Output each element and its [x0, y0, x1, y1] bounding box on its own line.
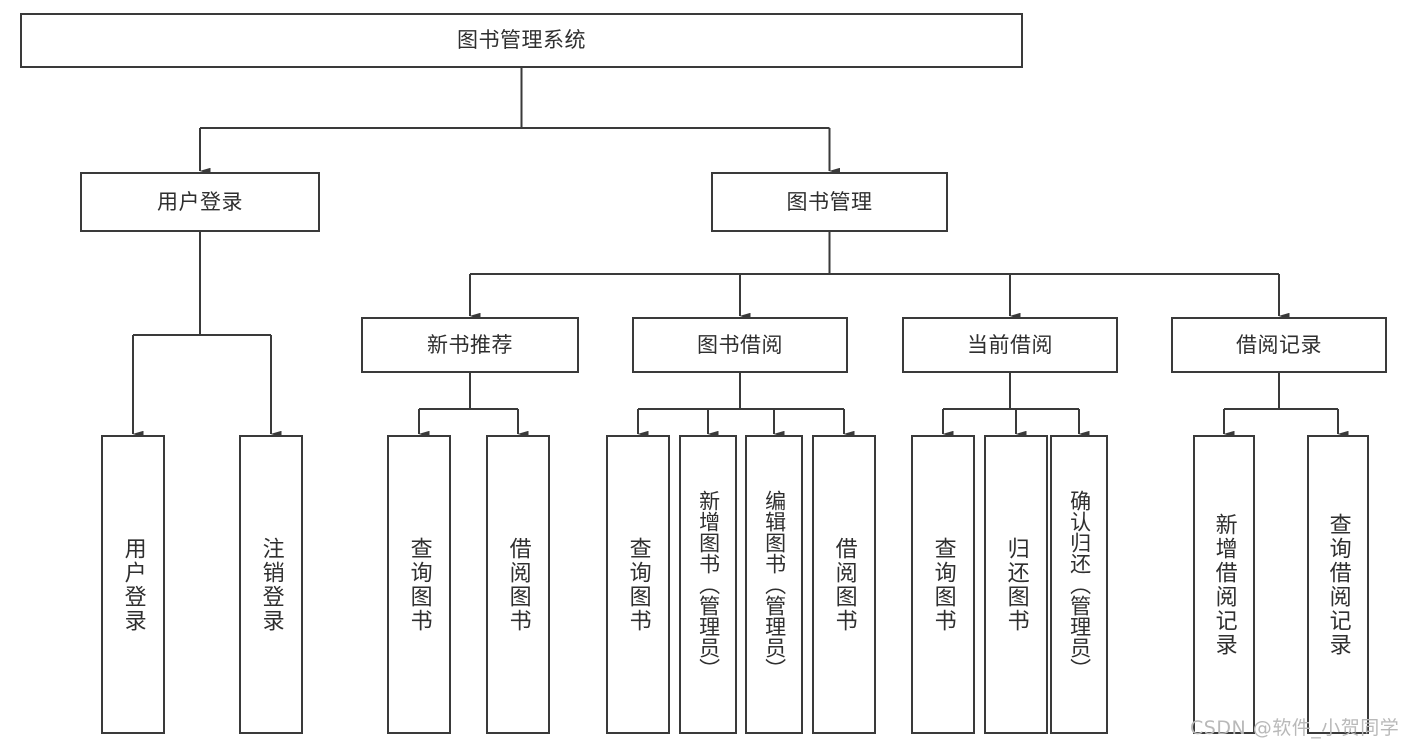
node-leaf-borrow-book[interactable]: 借阅图书 — [812, 435, 876, 734]
node-label: 查询图书 — [930, 536, 956, 633]
node-label: 查询借阅记录 — [1325, 512, 1351, 657]
node-label: 编辑图书（管理员） — [762, 490, 787, 679]
node-label: 图书借阅 — [697, 332, 783, 357]
node-leaf-query-book-borrow[interactable]: 查询图书 — [606, 435, 670, 734]
node-label: 用户登录 — [157, 189, 243, 214]
node-user-login[interactable]: 用户登录 — [80, 172, 320, 232]
node-borrow-record[interactable]: 借阅记录 — [1171, 317, 1387, 373]
node-label: 新书推荐 — [427, 332, 513, 357]
node-label: 当前借阅 — [967, 332, 1053, 357]
node-label: 借阅图书 — [505, 536, 531, 633]
node-leaf-edit-book[interactable]: 编辑图书（管理员） — [745, 435, 803, 734]
node-root[interactable]: 图书管理系统 — [20, 13, 1023, 68]
node-current-borrow[interactable]: 当前借阅 — [902, 317, 1118, 373]
node-leaf-query-book-cur[interactable]: 查询图书 — [911, 435, 975, 734]
node-leaf-user-login[interactable]: 用户登录 — [101, 435, 165, 734]
node-label: 查询图书 — [625, 536, 651, 633]
node-leaf-logout[interactable]: 注销登录 — [239, 435, 303, 734]
node-leaf-borrow-book-rec[interactable]: 借阅图书 — [486, 435, 550, 734]
node-leaf-return-book[interactable]: 归还图书 — [984, 435, 1048, 734]
node-leaf-add-record[interactable]: 新增借阅记录 — [1193, 435, 1255, 734]
node-label: 新增借阅记录 — [1211, 512, 1237, 657]
node-label: 查询图书 — [406, 536, 432, 633]
node-leaf-query-book-rec[interactable]: 查询图书 — [387, 435, 451, 734]
node-book-manage[interactable]: 图书管理 — [711, 172, 948, 232]
node-label: 注销登录 — [258, 536, 284, 633]
node-label: 新增图书（管理员） — [696, 490, 721, 679]
node-label: 归还图书 — [1003, 536, 1029, 633]
node-label: 图书管理 — [786, 189, 873, 214]
node-leaf-query-record[interactable]: 查询借阅记录 — [1307, 435, 1369, 734]
node-book-borrow[interactable]: 图书借阅 — [632, 317, 848, 373]
node-new-book-rec[interactable]: 新书推荐 — [361, 317, 579, 373]
node-label: 确认归还（管理员） — [1067, 490, 1092, 679]
node-leaf-confirm-return[interactable]: 确认归还（管理员） — [1050, 435, 1108, 734]
node-label: 图书管理系统 — [457, 28, 586, 53]
node-label: 用户登录 — [120, 536, 146, 633]
node-label: 借阅图书 — [831, 536, 857, 633]
node-label: 借阅记录 — [1236, 332, 1322, 357]
node-leaf-add-book[interactable]: 新增图书（管理员） — [679, 435, 737, 734]
tree-connectors — [131, 68, 1349, 438]
